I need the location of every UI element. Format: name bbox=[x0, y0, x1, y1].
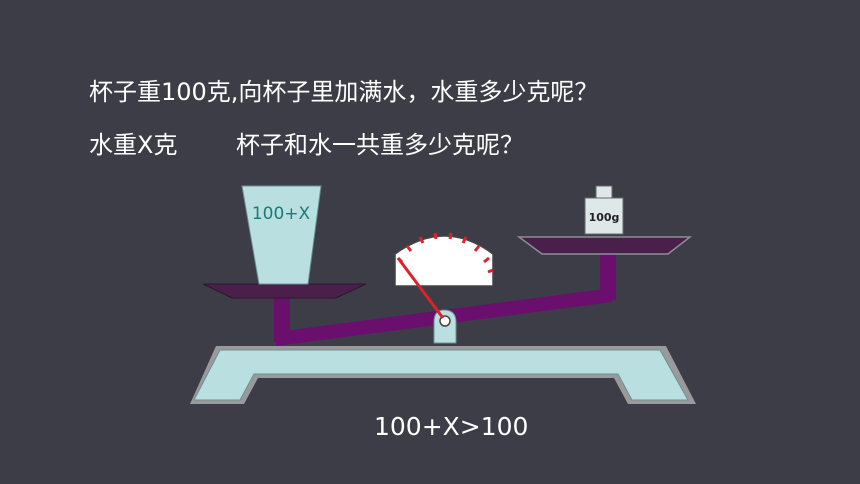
cup bbox=[241, 185, 322, 285]
left-pan bbox=[202, 283, 367, 299]
cup-label: 100+X bbox=[252, 204, 311, 224]
right-pan bbox=[516, 236, 693, 255]
weight-100g: 100g bbox=[584, 185, 624, 235]
inequality-equation: 100+X>100 bbox=[374, 412, 529, 441]
scale-dial bbox=[394, 232, 494, 319]
question-line-1: 杯子重100克,向杯子里加满水，水重多少克呢？ bbox=[89, 78, 599, 106]
dial-needle bbox=[396, 257, 445, 319]
pivot-stand bbox=[433, 309, 457, 344]
left-support-post bbox=[274, 294, 290, 342]
scale-base bbox=[190, 346, 696, 404]
water-weight-statement: 水重X克 bbox=[89, 131, 178, 159]
question-line-2: 杯子和水一共重多少克呢？ bbox=[236, 131, 524, 159]
weight-label: 100g bbox=[589, 211, 620, 224]
